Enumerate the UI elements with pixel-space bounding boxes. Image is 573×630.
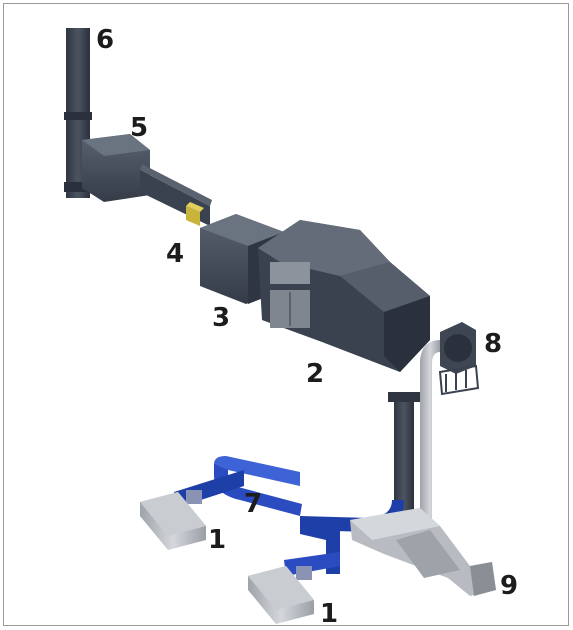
nozzle-upper (140, 492, 206, 550)
grey-intake-tray (350, 508, 496, 596)
label-2: 2 (306, 359, 324, 389)
label-5: 5 (130, 113, 148, 143)
upper-muffler (82, 134, 150, 202)
blower-unit (438, 322, 480, 396)
figure-frame (3, 3, 569, 626)
connecting-duct (140, 164, 212, 226)
grey-supply-pipe (420, 340, 440, 520)
label-7: 7 (244, 489, 262, 519)
label-4: 4 (166, 239, 184, 269)
coupling-ring (186, 202, 204, 226)
label-3: 3 (212, 303, 230, 333)
main-silencer (258, 220, 430, 372)
downpipe (388, 392, 420, 512)
label-8: 8 (484, 329, 502, 359)
label-1-lower: 1 (320, 599, 338, 629)
label-1-upper: 1 (208, 525, 226, 555)
label-6: 6 (96, 25, 114, 55)
nozzle-lower (248, 566, 314, 624)
label-9: 9 (500, 571, 518, 601)
